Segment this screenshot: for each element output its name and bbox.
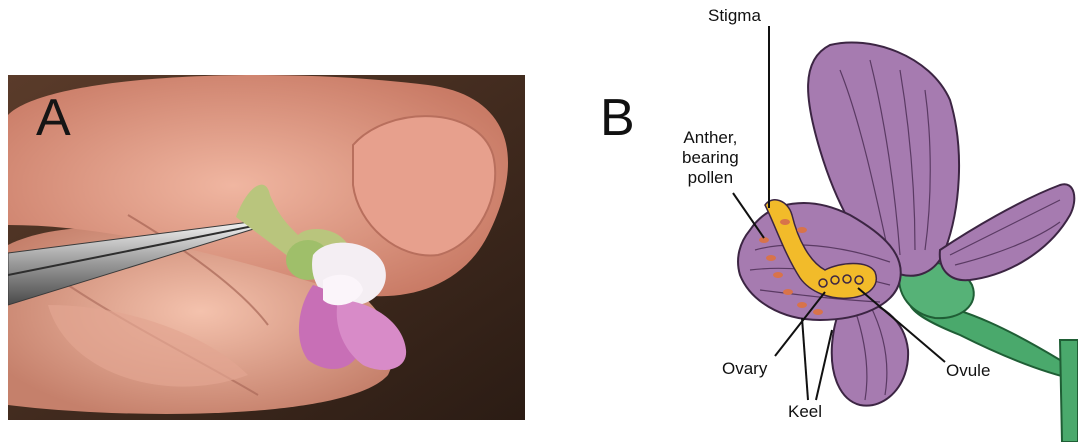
ovary-label: Ovary xyxy=(722,359,767,379)
keel-label: Keel xyxy=(788,402,822,422)
stigma-label: Stigma xyxy=(708,6,761,26)
anther-label-line: Anther, xyxy=(682,128,739,148)
flower-diagram xyxy=(540,0,1078,442)
panel-a-label: A xyxy=(36,92,71,144)
flower-photo xyxy=(8,75,525,420)
anther xyxy=(766,255,776,261)
anther-label: Anther, bearing pollen xyxy=(682,128,739,188)
panel-b-label: B xyxy=(600,92,635,144)
right-wing-petal xyxy=(940,184,1075,280)
ovule-label: Ovule xyxy=(946,361,990,381)
keel-leader xyxy=(802,318,808,400)
keel-leader xyxy=(816,330,832,400)
anther-label-line: bearing xyxy=(682,148,739,168)
stem-vertical xyxy=(1060,340,1078,442)
anther xyxy=(773,272,783,278)
anther-label-line: pollen xyxy=(682,168,739,188)
anther xyxy=(780,219,790,225)
anther xyxy=(783,289,793,295)
anther xyxy=(797,302,807,308)
anther xyxy=(813,309,823,315)
anther xyxy=(797,227,807,233)
